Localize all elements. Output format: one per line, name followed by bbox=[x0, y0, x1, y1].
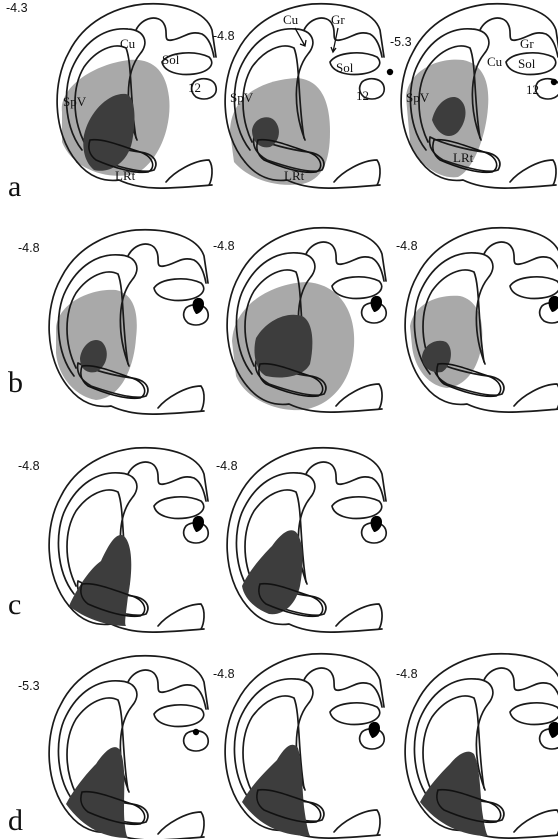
label-lrt-a1: LRt bbox=[115, 168, 136, 183]
landmark-dot bbox=[371, 296, 382, 312]
coordinate-c1: -4.8 bbox=[18, 459, 40, 473]
label-cu-a3: Cu bbox=[487, 54, 503, 69]
label-cu-a1: Cu bbox=[120, 36, 136, 51]
panel-letter-c: c bbox=[8, 588, 21, 621]
section-d2 bbox=[225, 654, 384, 838]
label-spv-a3: SpV bbox=[406, 90, 430, 105]
panel-letter-a: a bbox=[8, 170, 21, 203]
coordinate-a1: -4.3 bbox=[6, 1, 28, 15]
coordinate-d2: -4.8 bbox=[213, 667, 235, 681]
section-d3 bbox=[405, 654, 558, 838]
landmark-dot bbox=[551, 79, 557, 85]
label-spv-a1: SpV bbox=[63, 94, 87, 109]
label-12-a1: 12 bbox=[188, 80, 201, 95]
coordinate-b2: -4.8 bbox=[213, 239, 235, 253]
section-c2 bbox=[227, 448, 386, 632]
label-spv-a2: SpV bbox=[230, 90, 254, 105]
landmark-dot bbox=[193, 729, 199, 735]
landmark-dot bbox=[387, 69, 393, 75]
section-b1 bbox=[49, 230, 208, 414]
landmark-dot bbox=[549, 296, 558, 312]
label-sol-a3: Sol bbox=[518, 56, 536, 71]
light-lesion-area bbox=[410, 296, 482, 388]
landmark-dot bbox=[193, 298, 204, 314]
coordinate-d3: -4.8 bbox=[396, 667, 418, 681]
coordinate-c2: -4.8 bbox=[216, 459, 238, 473]
coordinate-a3: -5.3 bbox=[390, 35, 412, 49]
section-b2 bbox=[227, 228, 386, 412]
coordinate-a2: -4.8 bbox=[213, 29, 235, 43]
label-12-a2: 12 bbox=[356, 88, 369, 103]
landmark-dot bbox=[371, 516, 382, 532]
label-lrt-a2: LRt bbox=[284, 168, 305, 183]
panel-letter-b: b bbox=[8, 366, 23, 399]
section-d1 bbox=[49, 656, 208, 839]
label-sol-a1: Sol bbox=[162, 52, 180, 67]
dark-lesion-core bbox=[242, 530, 303, 614]
label-gr-a2: Gr bbox=[331, 12, 345, 27]
label-cu-a2: Cu bbox=[283, 12, 299, 27]
label-sol-a2: Sol bbox=[336, 60, 354, 75]
landmark-dot bbox=[549, 722, 558, 738]
label-gr-a3: Gr bbox=[520, 36, 534, 51]
coordinate-b3: -4.8 bbox=[396, 239, 418, 253]
landmark-dot bbox=[193, 516, 204, 532]
section-b3 bbox=[405, 228, 558, 412]
panel-letter-d: d bbox=[8, 804, 23, 837]
coordinate-d1: -5.3 bbox=[18, 679, 40, 693]
landmark-dot bbox=[369, 722, 380, 738]
label-12-a3: 12 bbox=[526, 82, 539, 97]
section-c1 bbox=[49, 448, 208, 632]
label-lrt-a3: LRt bbox=[453, 150, 474, 165]
coordinate-b1: -4.8 bbox=[18, 241, 40, 255]
